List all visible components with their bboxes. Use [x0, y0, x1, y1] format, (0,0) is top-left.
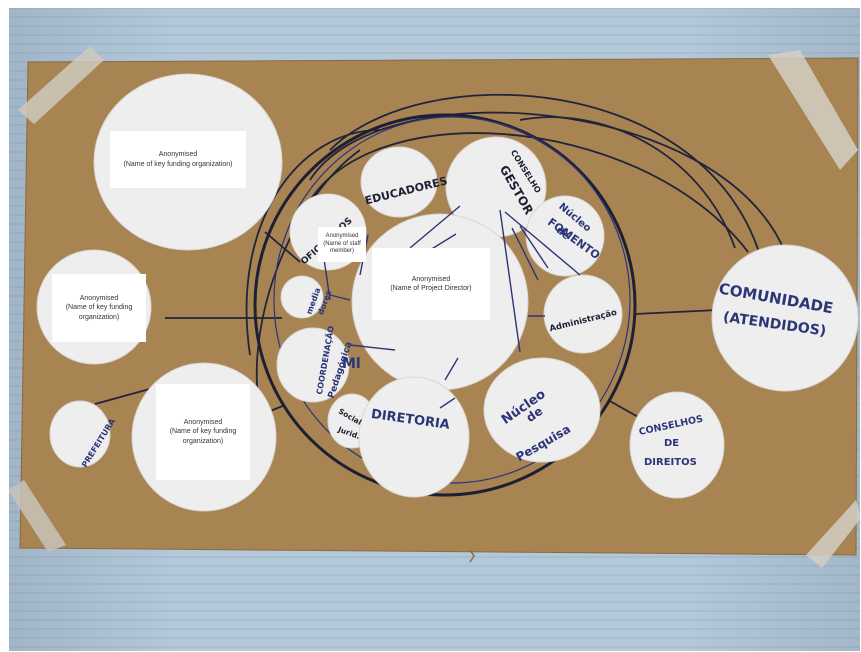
label-staff-line3: member) [329, 248, 354, 255]
label-funding-left: Anonymised (Name of key funding organiza… [52, 274, 146, 342]
text-conselhos-2: DE [664, 438, 679, 449]
circle-mediadores [280, 275, 324, 319]
label-funding-left-line1: Anonymised [79, 295, 119, 303]
label-staff-line1: Anonymised [325, 232, 359, 239]
text-mi-mark: Ml [342, 356, 361, 372]
label-funding-bottom-line1: Anonymised [183, 419, 223, 427]
circle-administracao [543, 274, 623, 354]
circle-nucleo-pesquisa [483, 357, 601, 463]
label-funding-top: Anonymised (Name of key funding organiza… [110, 131, 246, 188]
outer-organization-ellipse [253, 113, 637, 497]
label-director-line2: (Name of Project Director) [390, 285, 472, 292]
photo-border-left [0, 0, 9, 652]
circle-conselhos-direitos [629, 391, 725, 499]
label-staff-line2: (Name of staff [323, 240, 361, 247]
circle-comunidade [711, 244, 859, 392]
tape-top-right [768, 50, 858, 170]
label-director: Anonymised (Name of Project Director) [372, 248, 490, 320]
circle-coordenacao [276, 327, 350, 403]
photo-border-top [0, 0, 861, 8]
label-funding-left-line2: (Name of key funding organization) [65, 304, 133, 321]
tape-bottom-right [806, 500, 861, 568]
text-conselhos-3: DIREITOS [644, 457, 697, 468]
circle-diretoria [358, 376, 470, 498]
tape-bottom-left [8, 480, 66, 552]
tape-top-left [18, 46, 104, 124]
label-funding-bottom-line2: (Name of key funding organization) [169, 428, 237, 445]
label-director-line1: Anonymised [411, 275, 451, 283]
label-funding-top-line1: Anonymised [158, 151, 198, 159]
label-funding-top-line2: (Name of key funding organization) [123, 160, 233, 168]
label-funding-bottom: Anonymised (Name of key funding organiza… [156, 384, 250, 480]
circle-educadores [360, 146, 438, 218]
circle-prefeitura [49, 400, 111, 468]
label-staff: Anonymised (Name of staff member) [318, 227, 366, 262]
